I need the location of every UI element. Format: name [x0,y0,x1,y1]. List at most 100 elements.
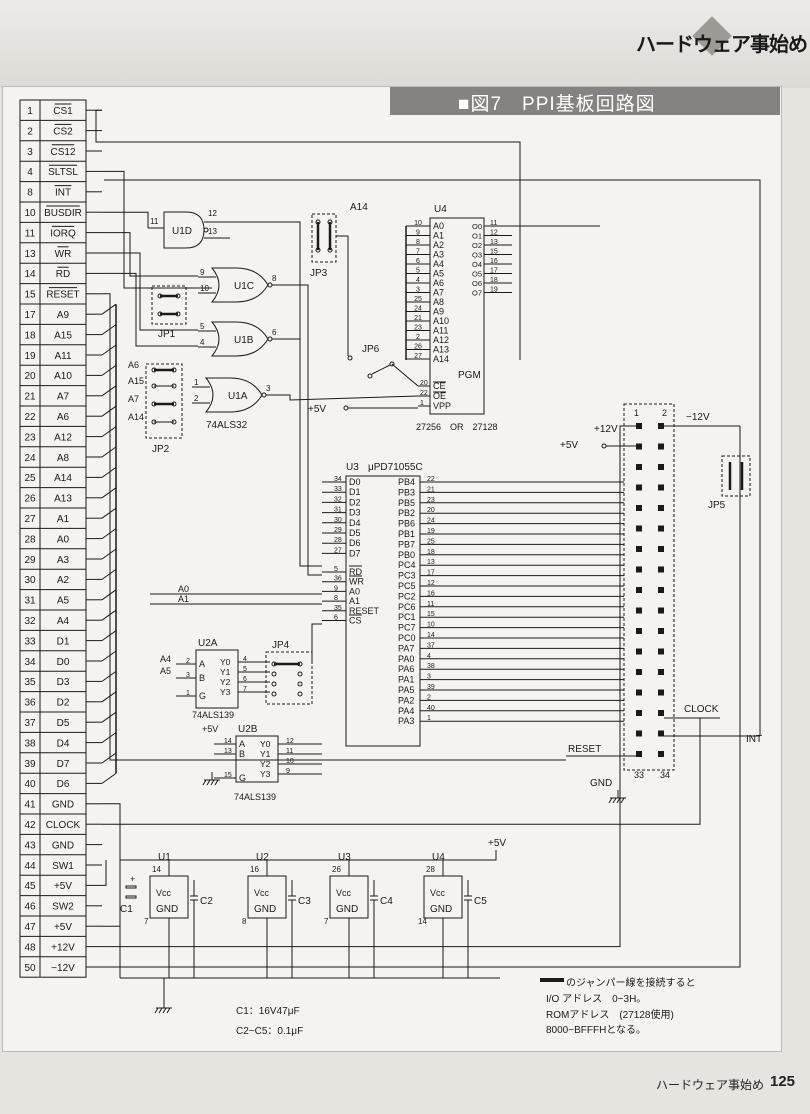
u2a-pin-name: A [199,659,205,669]
connector-pin-name: D4 [57,738,70,749]
wr-to-ppi [284,284,322,576]
gate-u1c [210,267,269,303]
figure-title-band [390,87,780,115]
connector-pin-name: +5V [54,881,72,892]
jp4-pin [271,681,277,687]
connector-pin-name: +12V [51,942,75,953]
header-connector [623,403,675,771]
u3-pin-name: D4 [349,518,361,528]
connector-pin-number: 27 [24,514,36,525]
header-pin [636,607,642,614]
gate-u1a-label: U1A [228,391,248,402]
connector-pin-name: A10 [54,371,72,382]
cap-label: C2 [200,896,213,907]
u3-pin-num: 28 [334,537,342,544]
connector-pin-name: SW2 [52,902,74,913]
vcc-pin45 [102,860,107,886]
u4-pin-num: 25 [414,296,422,303]
cap-note-c1: C1：16V47μF [236,1006,300,1017]
cs1-wire [95,109,521,360]
header-12v-label: +12V [594,424,618,435]
u3-pin-name: PA3 [398,716,414,726]
connector-pin-number: 3 [27,147,33,158]
u3-pin-name: PC0 [398,633,416,643]
u2b-ground-hatch [202,779,207,786]
c1-plate [125,885,137,889]
connector-pin-number: 48 [24,942,36,953]
connector-pin-name: A13 [54,494,72,505]
header-pin [636,525,642,532]
u4-pin-num: 9 [416,230,420,237]
power-ground-hatch [158,1007,163,1014]
u4-pin-name: A6 [433,278,444,288]
header-pin [658,423,664,429]
power-ic-gnd-pin: 7 [144,917,149,926]
bus-entry [101,507,117,519]
header-pin [658,628,664,634]
connector-pin-number: 31 [24,596,36,607]
bus-entry [101,630,117,642]
connector-pin-number: 41 [24,800,36,811]
u3-pin-num: 29 [334,527,342,534]
bus-entry [101,650,117,662]
connector-pin-number: 45 [24,881,36,892]
header-pin-2: 2 [662,408,667,418]
u4-pin-num: 22 [420,390,428,397]
gate-u1d-bubble [203,227,209,233]
jp2-addr-label: A15 [128,376,144,386]
u4-pin-name: A1 [433,231,444,241]
u3-pin-num: 5 [334,566,338,573]
gate-u1d-pin: 13 [208,227,217,236]
u3-pin-name: PB7 [398,539,415,549]
u4-pin-num: 27 [414,353,422,360]
connector-pin-number: 47 [24,922,36,933]
wr-wire [102,252,198,331]
u2b-pin-num: 13 [224,748,232,755]
u3-pin-name: D6 [349,538,361,548]
connector-pin-number: 42 [24,820,36,831]
connector-pin-number: 10 [24,208,36,219]
u3-pin-name: PB1 [398,529,415,539]
jp6-pin [347,355,353,361]
gnd-pin41 [102,803,121,860]
u3-pin-num: 18 [427,549,435,556]
header-5v-label: +5V [560,440,578,451]
u3-pin-name: PC5 [398,581,416,591]
u3-pin-num: 23 [427,497,435,504]
connector-pin-name: CS2 [53,126,73,137]
chip-u2b-part: 74ALS139 [234,792,276,802]
connector-pin-number: 24 [24,453,36,464]
bus-entry [101,344,117,356]
u2a-pin-num: 7 [243,686,247,693]
connector-pin-name: +5V [54,922,72,933]
gate-u1a-part: 74ALS32 [206,420,248,431]
connector-pin-number: 14 [24,269,36,280]
connector-pin-number: 34 [24,657,36,668]
u3-pin-name: WR [349,577,364,587]
u3-pin-name: PC2 [398,591,416,601]
gate-u1a-pin: 1 [194,378,199,387]
connector-pin-number: 36 [24,698,36,709]
u3-pin-name: PA5 [398,685,414,695]
u4-pin-num: 18 [490,277,498,284]
u4-pin-num: 8 [416,239,420,246]
footer-title: ハードウェア事始め [656,1078,765,1092]
u4-pin-name: A0 [433,221,444,231]
power-ground-hatch [154,1007,159,1014]
u3-pin-num: 14 [427,632,435,639]
connector-pin-name: GND [52,840,74,851]
connector-pin-name: A6 [57,412,70,423]
bus-entry [101,711,117,723]
header-pin [636,566,642,573]
v12-line [102,425,636,948]
u3-pin-num: 24 [427,518,435,525]
jp4-pin [271,691,277,697]
header-pin [658,484,664,491]
u2b-ground-hatch [210,779,215,786]
u2b-pin-name: A [239,739,245,749]
power-ic-name: U3 [338,852,351,863]
connector-pin-number: 13 [24,249,36,260]
header-pin [658,464,664,470]
connector-pin-name: D1 [57,636,70,647]
